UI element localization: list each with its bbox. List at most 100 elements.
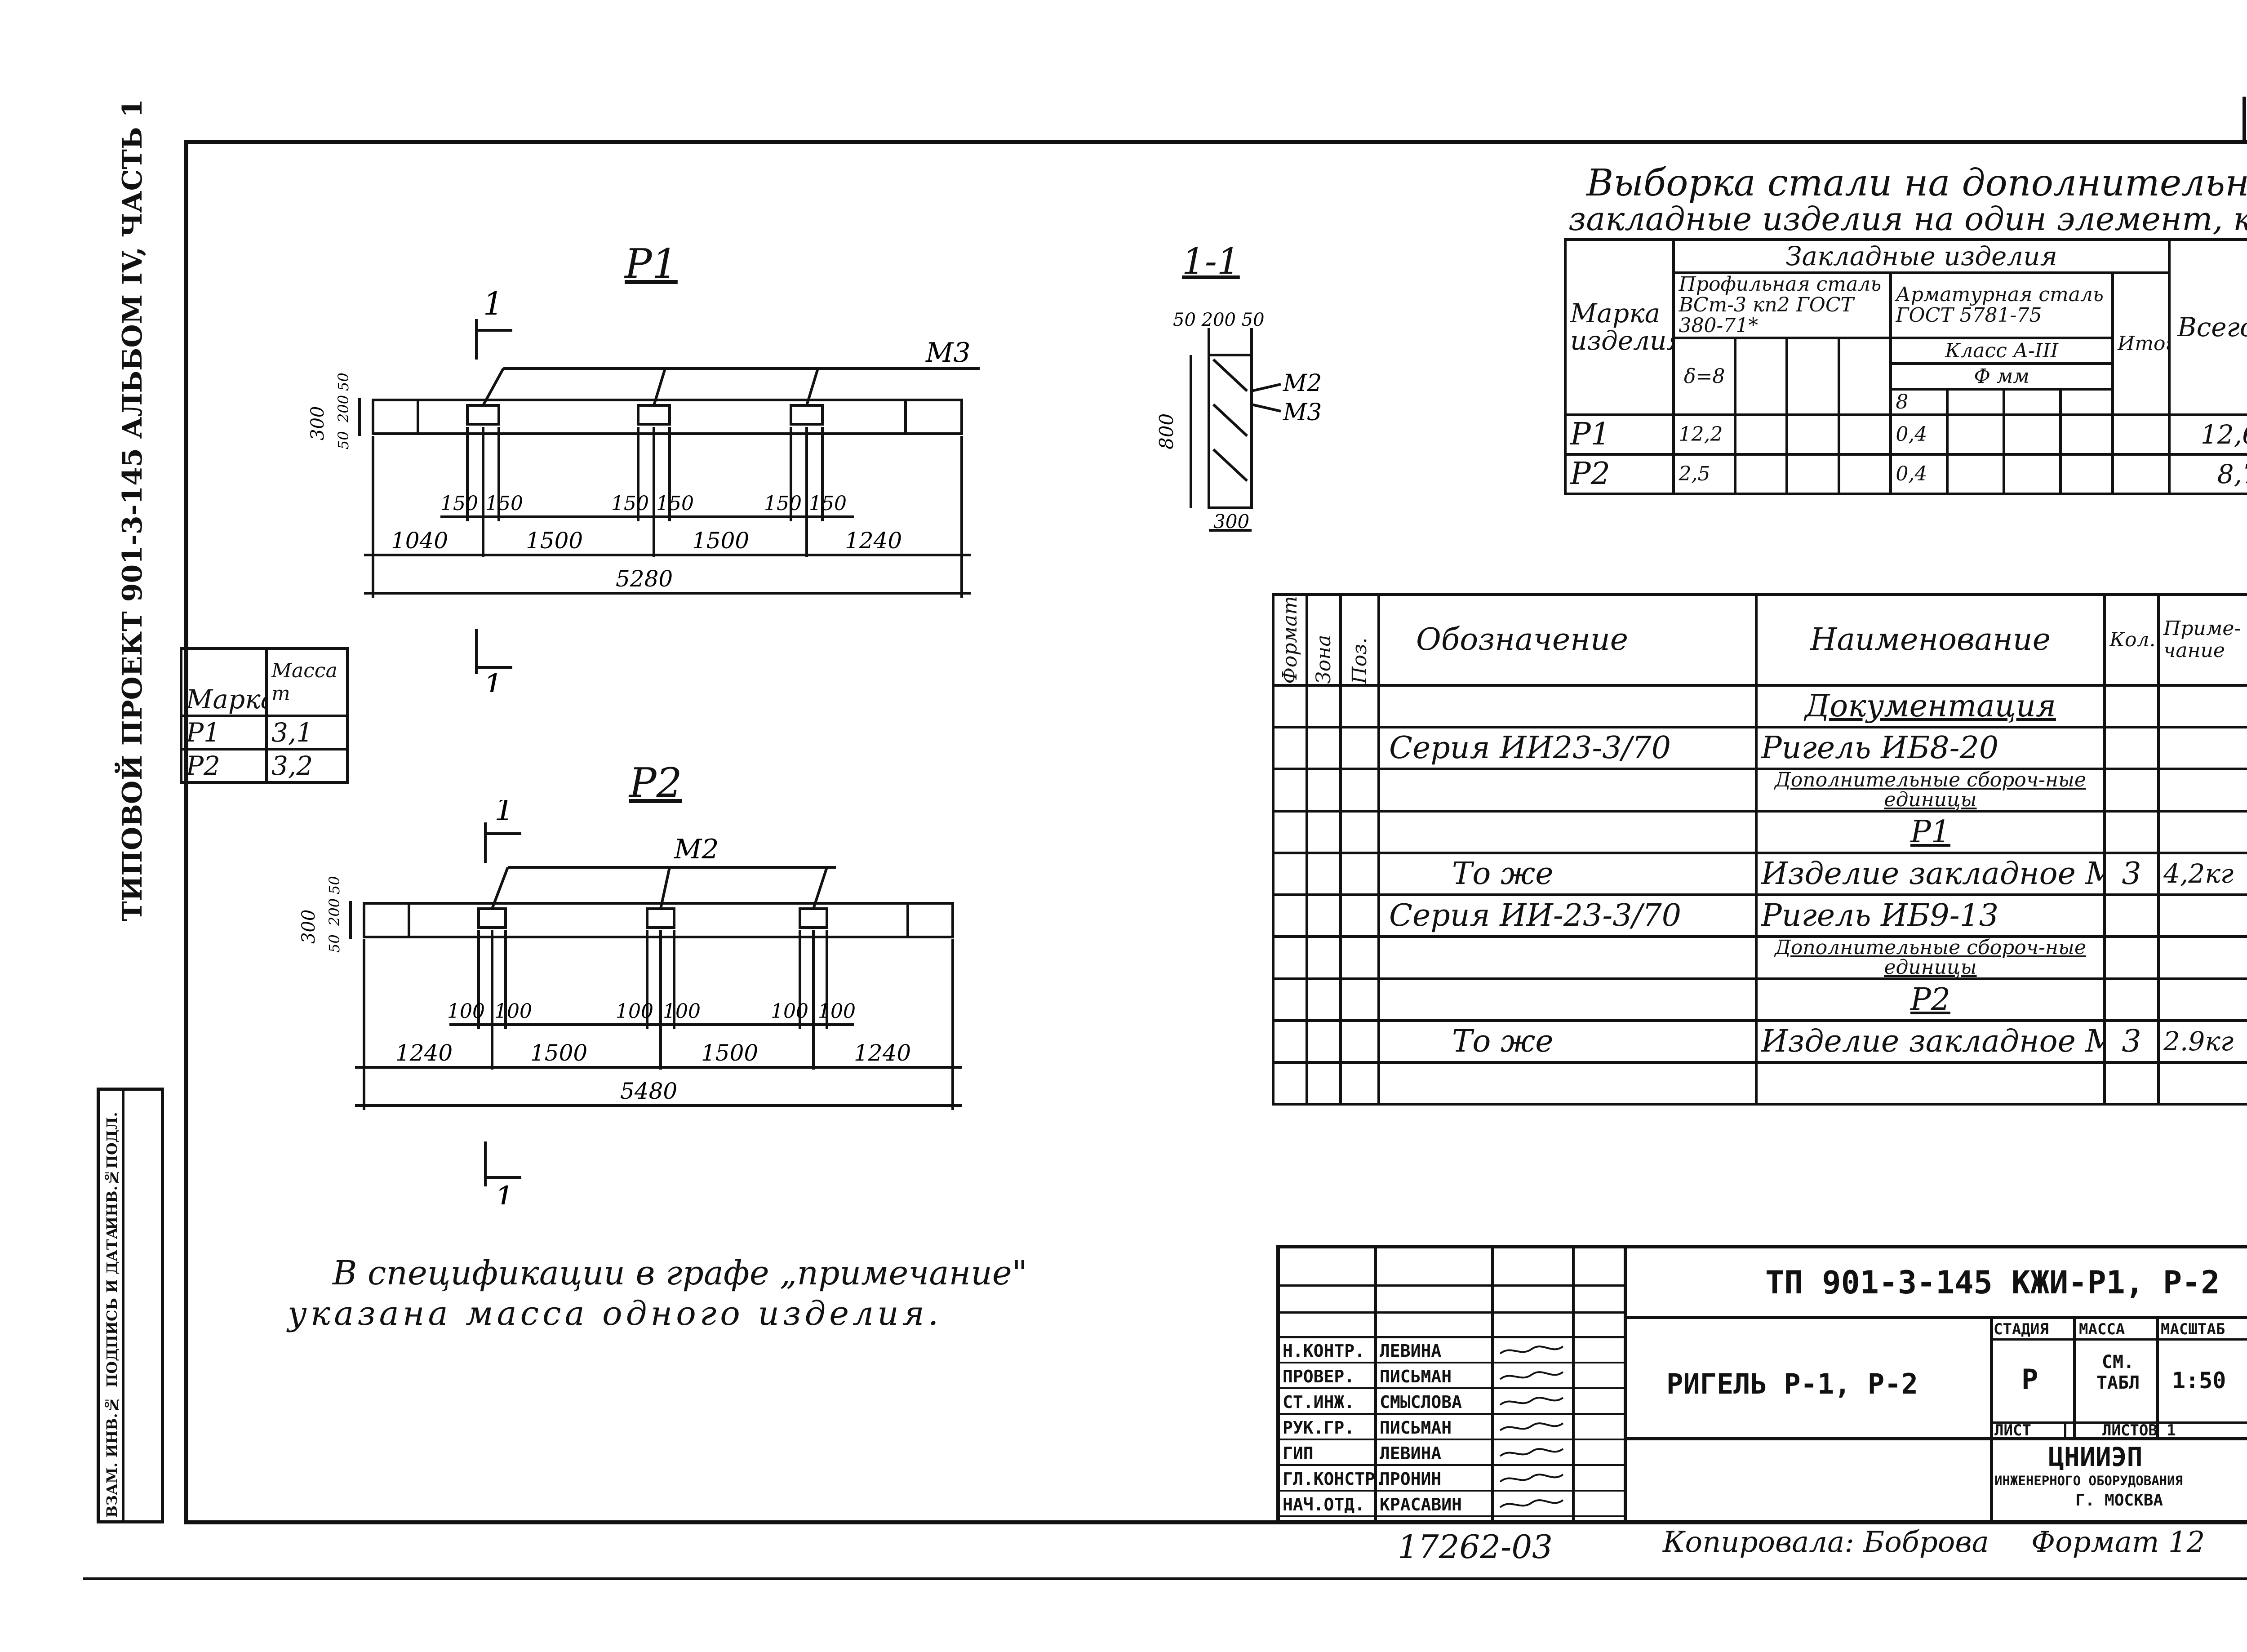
- spec-note: [2157, 725, 2247, 770]
- p2-height-50b: 50: [326, 876, 343, 894]
- spec-qty: [2103, 684, 2160, 728]
- spec-header-note: Приме-чание: [2157, 593, 2247, 687]
- footer-number: 17262-03: [1398, 1528, 1553, 1566]
- mass-table: Марка Масса т Р1 3,1 Р2 3,2: [180, 647, 349, 784]
- mass-header-mark: Марка: [180, 647, 268, 717]
- staff-name: ПИСЬМАН: [1380, 1418, 1452, 1438]
- title-org-1: ЦНИИЭП: [2048, 1442, 2143, 1472]
- footer-copied: Копировала: Боброва: [1663, 1526, 1989, 1559]
- spec-qty: [2103, 1061, 2160, 1106]
- spec-header-designation: Обозначение: [1377, 593, 1758, 687]
- spec-qty: [2103, 935, 2160, 980]
- p2-total-length: 5480: [620, 1078, 677, 1104]
- staff-role: ГЛ.КОНСТР.: [1283, 1469, 1386, 1489]
- p2-dim-100-4: 100: [663, 1000, 701, 1023]
- signature: [1498, 1472, 1565, 1485]
- p2-span-1: 1240: [395, 1040, 453, 1066]
- signature: [1498, 1421, 1565, 1434]
- steel-row-mark: Р2: [1563, 453, 1675, 495]
- staff-role: Н.КОНТР.: [1283, 1341, 1365, 1361]
- steel-rebar-dia: Ф мм: [1889, 362, 2114, 391]
- p1-height-50b: 50: [335, 373, 352, 391]
- p1-span-4: 1240: [845, 528, 902, 554]
- steel-rebar-class: Класс А-III: [1889, 336, 2114, 365]
- steel-row-total: 8,7: [2167, 453, 2247, 495]
- section-title: 1-1: [1182, 240, 1240, 282]
- signature: [1498, 1395, 1565, 1408]
- p1-span-1: 1040: [391, 528, 448, 554]
- spec-name: Дополнительные сбороч-ные единицы: [1755, 935, 2106, 980]
- spec-qty: [2103, 809, 2160, 854]
- spec-designation: То же: [1377, 1019, 1758, 1064]
- title-sheets-label: ЛИСТОВ 1: [2102, 1421, 2176, 1439]
- bottom-trim-line: [83, 1577, 2247, 1580]
- staff-role: ПРОВЕР.: [1283, 1367, 1355, 1386]
- p2-dim-100-1: 100: [447, 1000, 485, 1023]
- spec-row: Р2: [1272, 977, 2247, 1022]
- side-stamp-replace: ВЗАМ. ИНВ.№: [103, 1396, 120, 1518]
- section-width: 300: [1213, 511, 1249, 533]
- side-stamp-signature: ПОДПИСЬ И ДАТА: [103, 1227, 120, 1387]
- spec-name: Документация: [1755, 684, 2106, 728]
- spec-note: [2157, 1061, 2247, 1106]
- spec-row: Дополнительные сбороч-ные единицы: [1272, 767, 2247, 813]
- staff-name: ЛЕВИНА: [1380, 1341, 1442, 1361]
- signature: [1498, 1497, 1565, 1511]
- drawing-frame: [184, 140, 2247, 1524]
- spec-qty: [2103, 767, 2160, 813]
- spec-name: Изделие закладное М3: [1755, 851, 2106, 896]
- spec-header-pos: Поз.: [1341, 595, 1379, 685]
- spec-name: Р1: [1755, 809, 2106, 854]
- side-title: ТИПОВОЙ ПРОЕКТ 901-3-145 АЛЬБОМ IV, ЧАСТ…: [117, 98, 148, 921]
- spec-name: Ригель ИБ8-20: [1755, 725, 2106, 770]
- staff-role: ГИП: [1283, 1443, 1314, 1463]
- spec-row: [1272, 1061, 2247, 1106]
- spec-name: Изделие закладное М2: [1755, 1019, 2106, 1064]
- section-drawing: 50 200 50 800 300 М2 М3: [1155, 310, 1322, 533]
- p1-span-3: 1500: [692, 528, 749, 554]
- side-stamp-inv: ИНВ.№ПОДЛ.: [103, 1112, 120, 1230]
- title-stage-label: СТАДИЯ: [1994, 1320, 2049, 1338]
- spec-designation: Серия ИИ-23-3/70: [1377, 893, 1758, 938]
- signature: [1498, 1446, 1565, 1460]
- p1-dim-150-3: 150: [611, 492, 649, 515]
- steel-row-profile: 12,2: [1672, 413, 1736, 456]
- staff-name: СМЫСЛОВА: [1380, 1392, 1462, 1412]
- mass-row-value: 3,2: [265, 748, 349, 784]
- p1-dim-150-4: 150: [656, 492, 694, 515]
- spec-designation: [1377, 809, 1758, 854]
- spec-name: Дополнительные сбороч-ные единицы: [1755, 767, 2106, 813]
- note-line-2: указана масса одного изделия.: [288, 1294, 942, 1333]
- title-scale: 1:50: [2172, 1368, 2226, 1394]
- spec-designation: [1377, 767, 1758, 813]
- spec-row: Р1: [1272, 809, 2247, 854]
- p2-span-3: 1500: [701, 1040, 758, 1066]
- steel-profile-size: δ=8: [1672, 336, 1736, 416]
- steel-table: Марка изделия Закладные изделия Всего Пр…: [1563, 238, 2247, 495]
- spec-row: Документация: [1272, 684, 2247, 728]
- spec-name: [1755, 1061, 2106, 1106]
- p1-dim-150-2: 150: [485, 492, 523, 515]
- p2-height-200: 200: [326, 898, 343, 926]
- p1-title: Р1: [625, 240, 678, 288]
- title-scale-label: МАСШТАБ: [2161, 1320, 2225, 1338]
- p1-section-mark-top: 1: [483, 288, 503, 322]
- title-org-3: Г. МОСКВА: [2075, 1491, 2163, 1510]
- spec-qty: 3: [2103, 1019, 2160, 1064]
- p1-dim-150-6: 150: [809, 492, 847, 515]
- spec-note: [2157, 893, 2247, 938]
- p2-dim-100-2: 100: [494, 1000, 532, 1023]
- spec-header-zone: Зона: [1307, 595, 1341, 685]
- spec-qty: [2103, 893, 2160, 938]
- staff-role: РУК.ГР.: [1283, 1418, 1355, 1438]
- signature: [1498, 1344, 1565, 1357]
- p1-dim-150-1: 150: [440, 492, 478, 515]
- title-org-2: ИНЖЕНЕРНОГО ОБОРУДОВАНИЯ: [1994, 1473, 2183, 1488]
- section-height: 800: [1155, 413, 1177, 449]
- mass-row-value: 3,1: [265, 715, 349, 751]
- steel-rebar-size: 8: [1889, 387, 1949, 416]
- spec-qty: [2103, 977, 2160, 1022]
- spec-qty: 3: [2103, 851, 2160, 896]
